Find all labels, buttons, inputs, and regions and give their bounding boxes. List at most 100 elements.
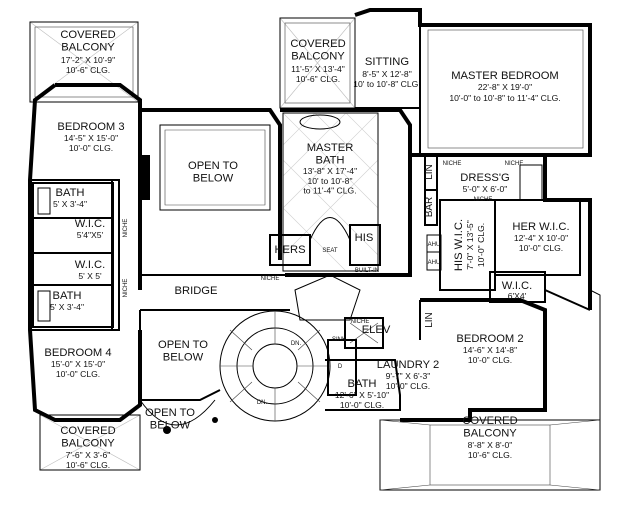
room-name: BATH xyxy=(347,378,376,390)
room-label-her-wic: HER W.I.C. 12'-4" X 10'-0" 10'-0" CLG. xyxy=(512,221,569,253)
niche-label-4: NICHE xyxy=(474,197,493,203)
room-clg: 10'-0" CLG. xyxy=(340,400,384,410)
room-clg: 10'-6" CLG. xyxy=(296,74,340,84)
room-label-sitting: SITTING 8'-5" X 12'-8" 10' to 10'-8" CLG… xyxy=(353,56,420,89)
room-name: MASTER BEDROOM xyxy=(451,70,559,82)
lin-label-1: LIN xyxy=(424,164,435,180)
room-dims: 5' X 5' xyxy=(78,271,102,281)
room-dims: 12'-6" X 5'-10" xyxy=(335,390,389,400)
room-dims: 6'X4' xyxy=(508,291,527,301)
his-label: HIS xyxy=(355,232,374,244)
room-name: BATH xyxy=(55,187,84,199)
room-clg: 10'-0" CLG. xyxy=(56,369,100,379)
room-dims: 7'-6" X 3'-6" xyxy=(66,450,111,460)
room-dims: 14'-5" X 15'-0" xyxy=(64,133,118,143)
niche-label-5: NICHE xyxy=(351,319,370,325)
room-label-wic-b: W.I.C. 5' X 5' xyxy=(75,259,105,281)
room-dims: 8'-5" X 12'-8" xyxy=(362,69,412,79)
room-name: LAUNDRY 2 xyxy=(377,359,439,371)
room-name: W.I.C. xyxy=(75,259,105,271)
room-name: HIS W.I.C. xyxy=(453,219,465,271)
lin-label-2: LIN xyxy=(424,312,435,328)
room-dims: 7'-0" X 13'-5" xyxy=(465,220,475,270)
dn-label-1: DN. xyxy=(291,341,302,347)
built-in-label: BUILT-IN xyxy=(355,268,379,274)
room-name: W.I.C. xyxy=(502,280,532,292)
niche-label-1: NICHE xyxy=(261,276,280,282)
room-clg: 10'-0" CLG. xyxy=(519,243,563,253)
room-label-bath-b: BATH 5' X 3'-4" xyxy=(50,290,84,312)
room-name: BEDROOM 2 xyxy=(456,333,523,345)
room-label-his-wic: HIS W.I.C. 7'-0" X 13'-5" 10'-0" CLG. xyxy=(453,219,486,271)
room-dims: 5'-0" X 6'-0" xyxy=(463,184,508,194)
room-label-wic-c: W.I.C. 6'X4' xyxy=(502,280,532,301)
hers-label: HERS xyxy=(274,244,305,256)
room-dims: 22'-8" X 19'-0" xyxy=(478,82,532,92)
room-name: BRIDGE xyxy=(175,285,218,297)
room-dims: 17'-2" X 10'-9" xyxy=(61,55,115,65)
room-clg: 10'-0" CLG. xyxy=(69,143,113,153)
room-dims: 11'-5" X 13'-4" xyxy=(291,64,345,74)
room-name: BEDROOM 3 xyxy=(57,121,124,133)
walls xyxy=(28,8,601,491)
room-dims: 5' X 3'-4" xyxy=(50,302,84,312)
room-clg: 10'-0" CLG. xyxy=(476,223,486,267)
sink-label: SINK xyxy=(332,337,346,343)
room-dims: 13'-8" X 17'-4" xyxy=(303,166,357,176)
ahu-label-2: AHU xyxy=(428,260,441,266)
elev-label: ELEV xyxy=(362,324,391,336)
room-label-bedroom3: BEDROOM 3 14'-5" X 15'-0" 10'-0" CLG. xyxy=(57,121,124,153)
niche-label-2: NICHE xyxy=(443,161,462,167)
room-label-bedroom4: BEDROOM 4 15'-0" X 15'-0" 10'-0" CLG. xyxy=(44,347,111,379)
room-clg: 10'-6" CLG. xyxy=(66,65,110,75)
ahu-label-1: AHU xyxy=(428,242,441,248)
room-name: HER W.I.C. xyxy=(512,221,569,233)
room-label-dressg: DRESS'G 5'-0" X 6'-0" xyxy=(460,172,509,194)
fixture-labels: HERS HIS SEAT ELEV LIN BAR LIN AHU AHU N… xyxy=(123,161,523,406)
room-name: SITTING xyxy=(365,56,409,68)
room-clg: 10'-6" CLG. xyxy=(66,460,110,470)
room-name: BATH xyxy=(52,290,81,302)
room-clg: 10' to 10'-8" CLG. xyxy=(353,79,420,89)
room-dims: 9'-7" X 6'-3" xyxy=(386,371,431,381)
room-label-bath-c: BATH 12'-6" X 5'-10" 10'-0" CLG. xyxy=(335,378,389,410)
room-clg: 10'-0" to 10'-8" to 11'-4" CLG. xyxy=(449,93,560,103)
room-dims: 14'-6" X 14'-8" xyxy=(463,345,517,355)
room-clg: 10'-0" CLG. xyxy=(386,381,430,391)
niche-label-7: NICHE xyxy=(123,279,129,298)
room-label-bridge: BRIDGE xyxy=(175,285,218,297)
room-clg: 10' to 10'-8"to 11'-4" CLG. xyxy=(303,176,356,195)
room-clg: 10'-6" CLG. xyxy=(468,450,512,460)
bar-label: BAR xyxy=(424,197,435,218)
room-dims: 5' X 3'-4" xyxy=(53,199,87,209)
room-name: W.I.C. xyxy=(75,218,105,230)
niche-label-3: NICHE xyxy=(505,161,524,167)
room-label-bath-a: BATH 5' X 3'-4" xyxy=(53,187,87,209)
room-name: DRESS'G xyxy=(460,172,509,184)
room-label-master-bedroom: MASTER BEDROOM 22'-8" X 19'-0" 10'-0" to… xyxy=(449,70,560,103)
room-label-bedroom2: BEDROOM 2 14'-6" X 14'-8" 10'-0" CLG. xyxy=(456,333,523,365)
room-dims: 8'-8" X 8'-0" xyxy=(468,440,513,450)
room-name: BEDROOM 4 xyxy=(44,347,111,359)
room-label-wic-a: W.I.C. 5'4"X5' xyxy=(75,218,105,240)
dn-label-2: DN. xyxy=(257,400,268,406)
room-dims: 12'-4" X 10'-0" xyxy=(514,233,568,243)
seat-label: SEAT xyxy=(322,248,338,254)
